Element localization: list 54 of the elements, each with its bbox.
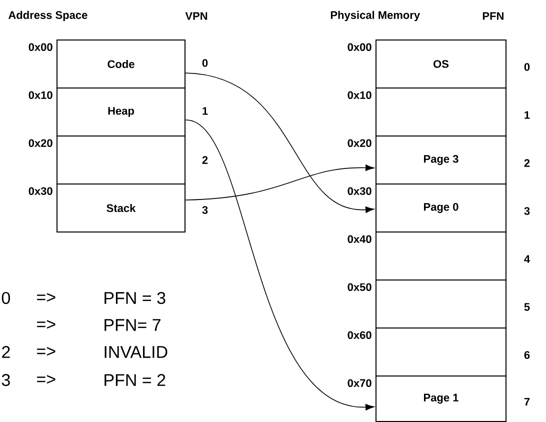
address-label: 0x30 <box>348 187 372 195</box>
page-number: 3 <box>524 207 530 215</box>
address-label: 0x60 <box>348 331 372 339</box>
page-frame-box: Page 0 <box>376 184 506 232</box>
page-number: 6 <box>524 351 530 359</box>
address-label: 0x10 <box>28 91 52 99</box>
mapping-text: => <box>37 375 56 384</box>
mapping-text: PFN = 2 <box>104 374 166 386</box>
address-label: 0x40 <box>348 235 372 243</box>
page-number: 7 <box>524 398 530 406</box>
address-label: 0x10 <box>348 91 372 99</box>
empty-frame-box <box>376 88 506 136</box>
mapping-text: INVALID <box>104 346 168 358</box>
page-number: 1 <box>524 111 530 119</box>
page-number: 3 <box>202 206 208 214</box>
mapping-text: => <box>37 347 56 356</box>
page-frame-box: Page 3 <box>376 136 506 184</box>
empty-frame-box <box>376 280 506 328</box>
page-number: 5 <box>524 303 530 311</box>
page-number: 2 <box>202 156 208 164</box>
address-label: 0x20 <box>348 139 372 147</box>
empty-segment-box <box>56 136 186 184</box>
mapping-text: 3 <box>2 374 10 386</box>
address-label: 0x70 <box>348 379 372 387</box>
mapping-text: 0 <box>2 292 10 304</box>
segment-box: Code <box>56 40 186 88</box>
segment-box: Stack <box>56 184 186 232</box>
mapping-text: PFN= 7 <box>104 319 160 331</box>
page-number: 0 <box>202 59 208 67</box>
arrow <box>185 120 374 410</box>
mapping-text: => <box>37 293 56 302</box>
page-frame-box: OS <box>376 40 506 88</box>
column-heading: VPN <box>185 12 208 20</box>
column-heading: Address Space <box>8 10 88 22</box>
column-heading: Physical Memory <box>330 10 420 22</box>
address-label: 0x00 <box>348 43 372 51</box>
page-frame-box: Page 1 <box>376 376 506 422</box>
page-number: 4 <box>524 255 530 263</box>
empty-frame-box <box>376 232 506 280</box>
mapping-text: PFN = 3 <box>104 292 166 304</box>
segment-box: Heap <box>56 88 186 136</box>
page-number: 1 <box>202 107 208 115</box>
column-heading: PFN <box>482 12 504 20</box>
empty-frame-box <box>376 328 506 376</box>
address-label: 0x00 <box>28 43 52 51</box>
page-number: 2 <box>524 159 530 167</box>
page-number: 0 <box>524 63 530 71</box>
address-label: 0x50 <box>348 283 372 291</box>
arrow <box>185 164 374 200</box>
mapping-text: => <box>37 320 56 329</box>
address-label: 0x30 <box>28 187 52 195</box>
arrow <box>185 72 374 213</box>
mapping-text: 2 <box>2 346 10 358</box>
address-label: 0x20 <box>28 139 52 147</box>
